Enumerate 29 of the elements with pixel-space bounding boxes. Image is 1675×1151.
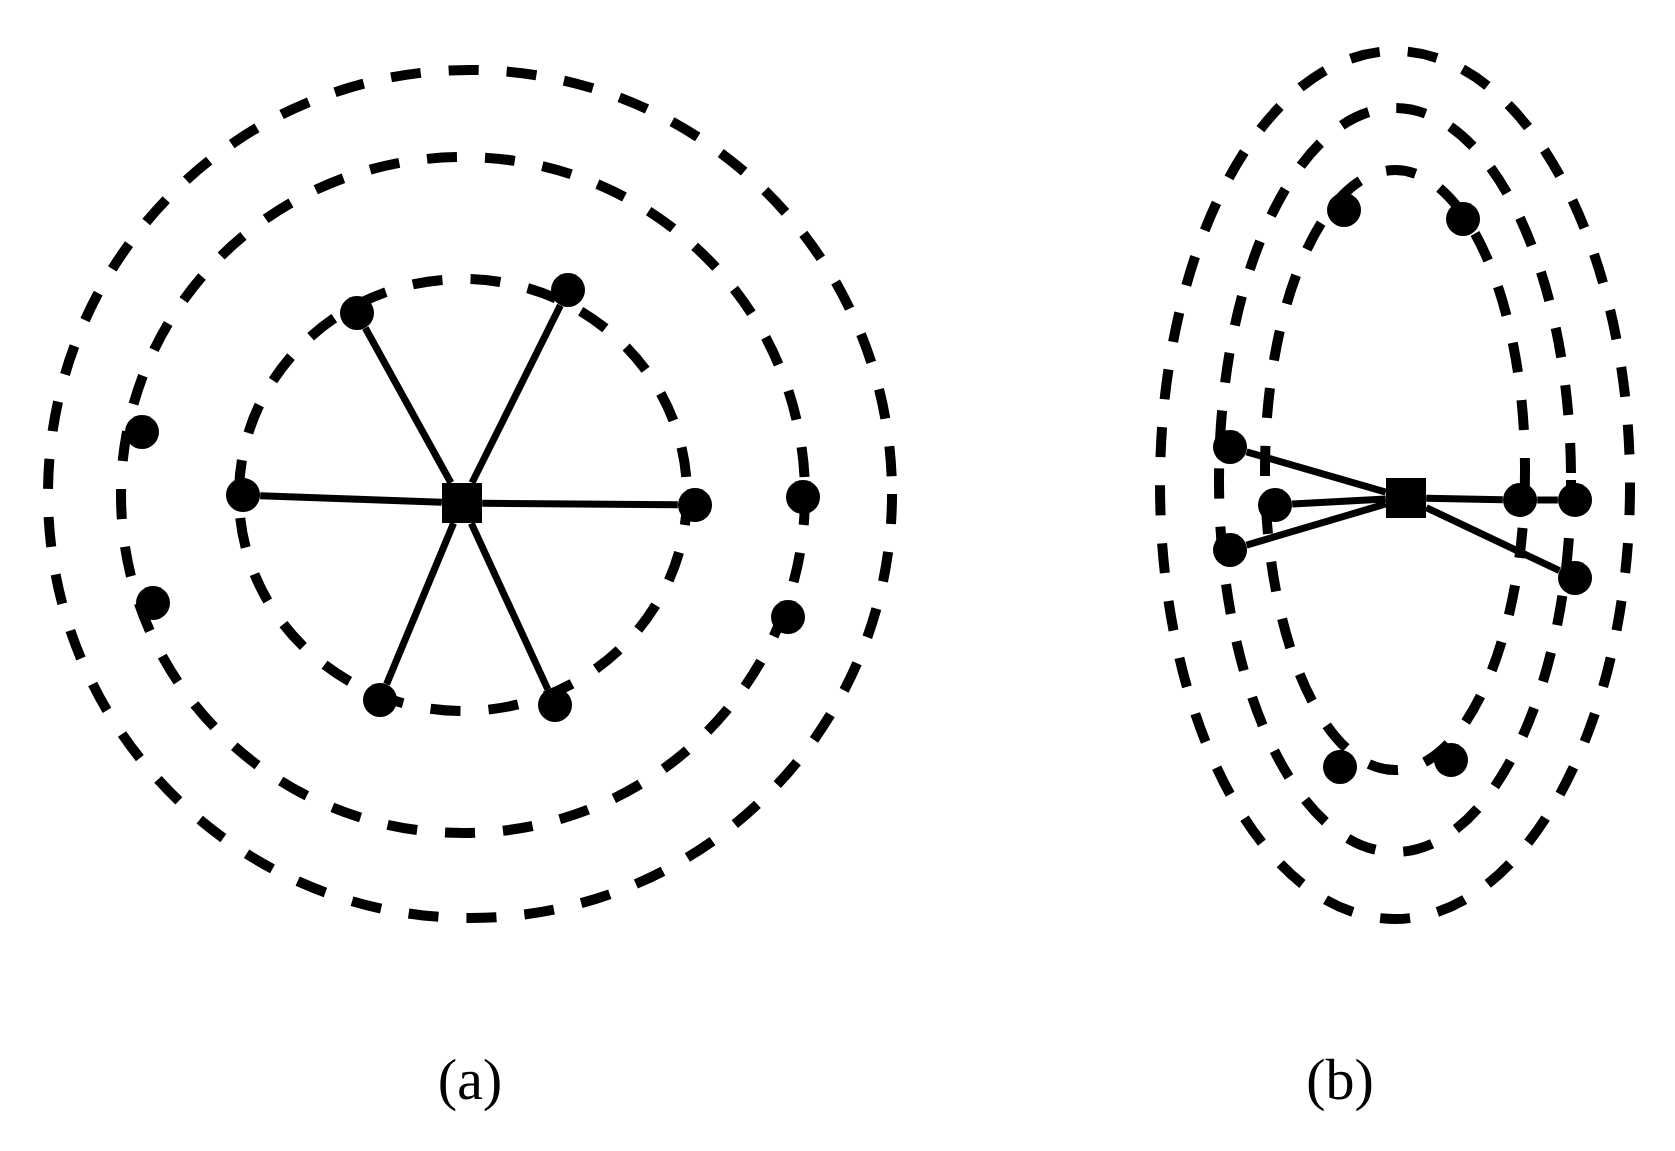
panel-label: (a) bbox=[440, 1058, 500, 1112]
vertex-dot bbox=[1213, 430, 1247, 464]
vertex-dot bbox=[1558, 561, 1592, 595]
vertex-dot bbox=[786, 480, 820, 514]
vertex-dot bbox=[125, 415, 159, 449]
vertex-dot bbox=[1323, 750, 1357, 784]
hub-square bbox=[442, 483, 482, 523]
vertex-dot bbox=[1558, 483, 1592, 517]
vertex-dot bbox=[1327, 193, 1361, 227]
vertex-dot bbox=[1446, 202, 1480, 236]
edge-line bbox=[383, 521, 457, 686]
vertex-dot bbox=[226, 478, 260, 512]
vertex-dot bbox=[136, 586, 170, 620]
panel-label: (b) bbox=[1308, 1058, 1372, 1112]
edge-line bbox=[468, 303, 564, 485]
vertex-dot bbox=[1213, 533, 1247, 567]
vertex-dot bbox=[538, 688, 572, 722]
vertex-dot bbox=[1258, 488, 1292, 522]
vertex-dot bbox=[771, 600, 805, 634]
vertex-dot bbox=[1503, 483, 1537, 517]
vertex-dot bbox=[340, 296, 374, 330]
edge-line bbox=[362, 326, 454, 485]
vertex-dot bbox=[678, 488, 712, 522]
edge-line bbox=[1424, 504, 1561, 574]
vertex-dot bbox=[551, 273, 585, 307]
vertex-dot bbox=[363, 683, 397, 717]
hub-square bbox=[1386, 478, 1426, 518]
edge-line bbox=[468, 521, 551, 691]
vertex-dot bbox=[1434, 743, 1468, 777]
